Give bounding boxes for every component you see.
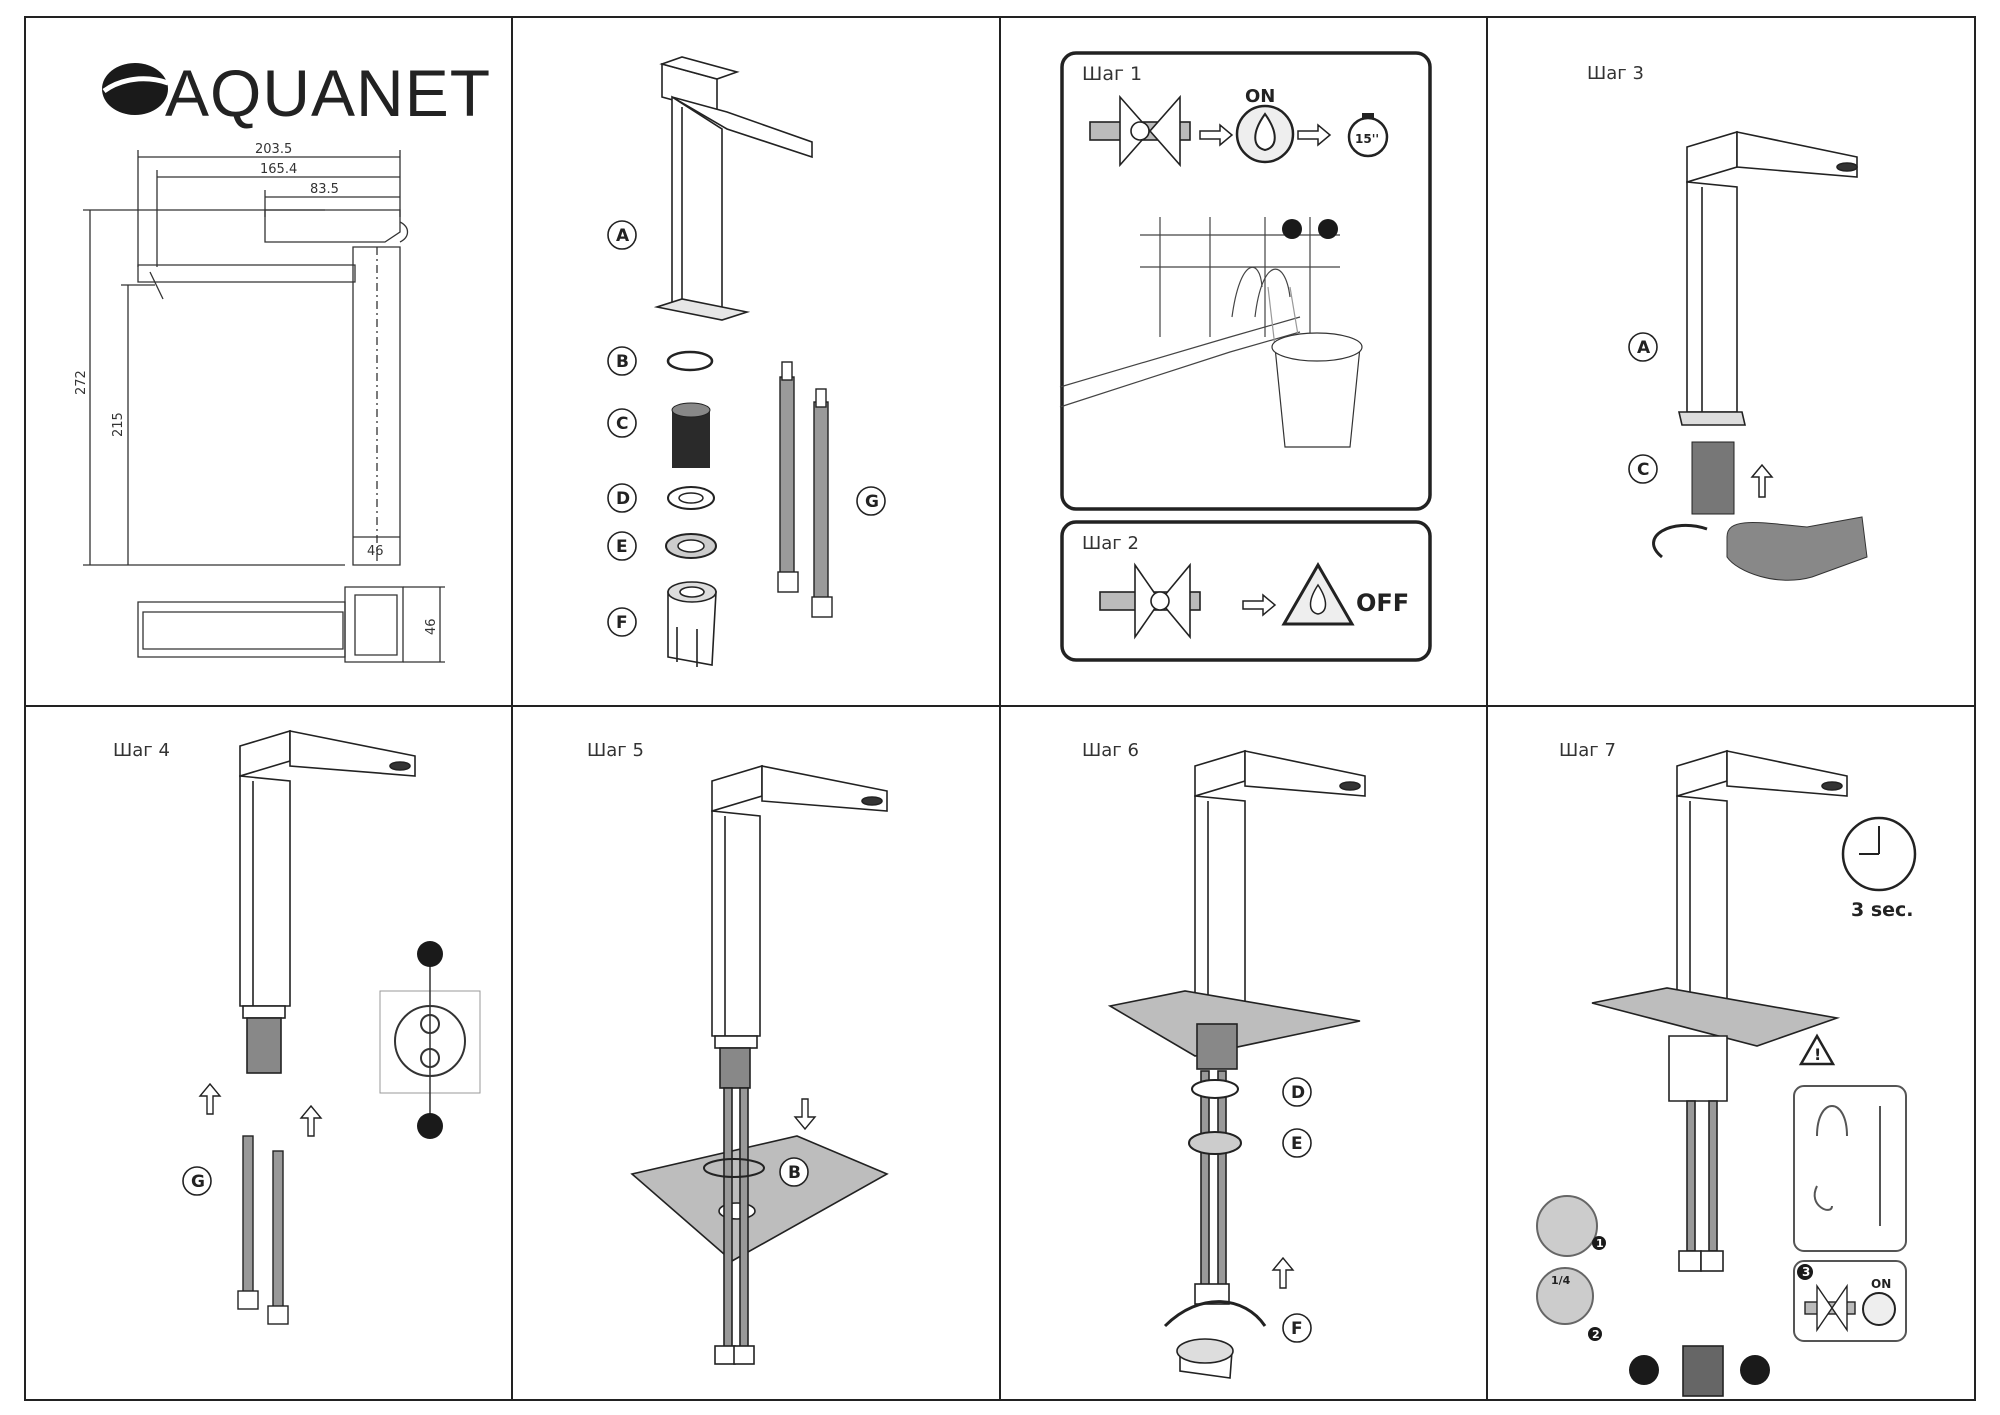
svg-text:!: ! [1814,1045,1821,1064]
brand-logo-text: AQUANET [165,56,492,130]
water-off-icon [1281,561,1355,626]
hot-water-icon [1282,219,1302,239]
stopwatch-icon: 15'' [1347,113,1389,158]
step5-label-b: B [788,1163,801,1183]
dim-83-5: 83.5 [310,182,339,197]
svg-text:15'': 15'' [1355,132,1379,146]
step6-label-f: F [1291,1319,1303,1339]
panel-parts: A B C D E F G [607,56,886,667]
step7-quarter: 1/4 [1551,1274,1571,1287]
part-g-hoses [777,361,833,618]
dim-203-5: 203.5 [255,142,292,157]
logo-mark-icon [102,63,169,115]
step3-label-c: C [1637,460,1649,480]
valve-icon [1089,94,1191,168]
step4-label-g: G [191,1172,205,1192]
part-label-g: G [865,492,879,512]
hot-water-icon [417,941,443,967]
water-drop-icon [1235,104,1295,164]
dim-165-4: 165.4 [260,162,297,177]
cold-water-icon [417,1113,443,1139]
panel-steps-1-2: ON 15'' Шаг 1 Шаг 2 OFF [1059,51,1432,662]
panel-step-6: Шаг 6 D E F [1082,740,1366,1379]
step-3-title: Шаг 3 [1587,63,1644,84]
step7-n2: 2 [1592,1328,1600,1341]
panel-step-3: Шаг 3 A C [1587,63,1868,581]
step7-n1: 1 [1596,1237,1604,1250]
step2-off: OFF [1356,589,1409,617]
step-5-title: Шаг 5 [587,740,644,761]
stud-c [1691,441,1735,515]
part-label-e: E [616,537,628,557]
part-label-b: B [616,352,629,372]
step-4-title: Шаг 4 [113,740,170,761]
step3-label-a: A [1637,338,1651,358]
panel-step-5: Шаг 5 B [587,740,889,1365]
step6-label-d: D [1291,1083,1305,1103]
part-label-f: F [616,613,628,633]
hot-water-icon [1629,1355,1659,1385]
dimension-drawing: 203.5 165.4 83.5 46 272 215 46 [74,142,445,663]
part-label-c: C [616,414,628,434]
cold-water-icon [1740,1355,1770,1385]
part-c-stud [671,402,711,468]
part-label-d: D [616,489,630,509]
arrow-icon [1750,463,1774,498]
step6-label-e: E [1291,1134,1303,1154]
dim-side-46: 46 [424,618,439,635]
dim-215: 215 [111,412,126,437]
clock-icon [1841,816,1917,892]
part-f-nut [667,581,717,667]
panel-step-4: Шаг 4 G [113,729,481,1325]
part-b-oring [666,350,714,372]
dim-base-46: 46 [367,544,384,559]
hand-icon [1726,516,1868,581]
warning-icon: ! [1798,1033,1836,1066]
step7-on: ON [1871,1277,1891,1291]
cold-water-icon [1318,219,1338,239]
bucket-scene [1059,217,1363,448]
step1-on: ON [1245,86,1275,107]
dim-272: 272 [74,370,89,395]
step7-time: 3 sec. [1851,899,1914,921]
part-label-a: A [616,226,630,246]
step-7-title: Шаг 7 [1559,740,1616,761]
panel-step-7: Шаг 7 3 sec. ! 3 ON [1536,740,1917,1397]
step-6-title: Шаг 6 [1082,740,1139,761]
step7-n3: 3 [1802,1265,1810,1279]
panel-dimensions [25,17,512,706]
step-1-title: Шаг 1 [1082,63,1142,85]
step-2-title: Шаг 2 [1082,533,1139,554]
